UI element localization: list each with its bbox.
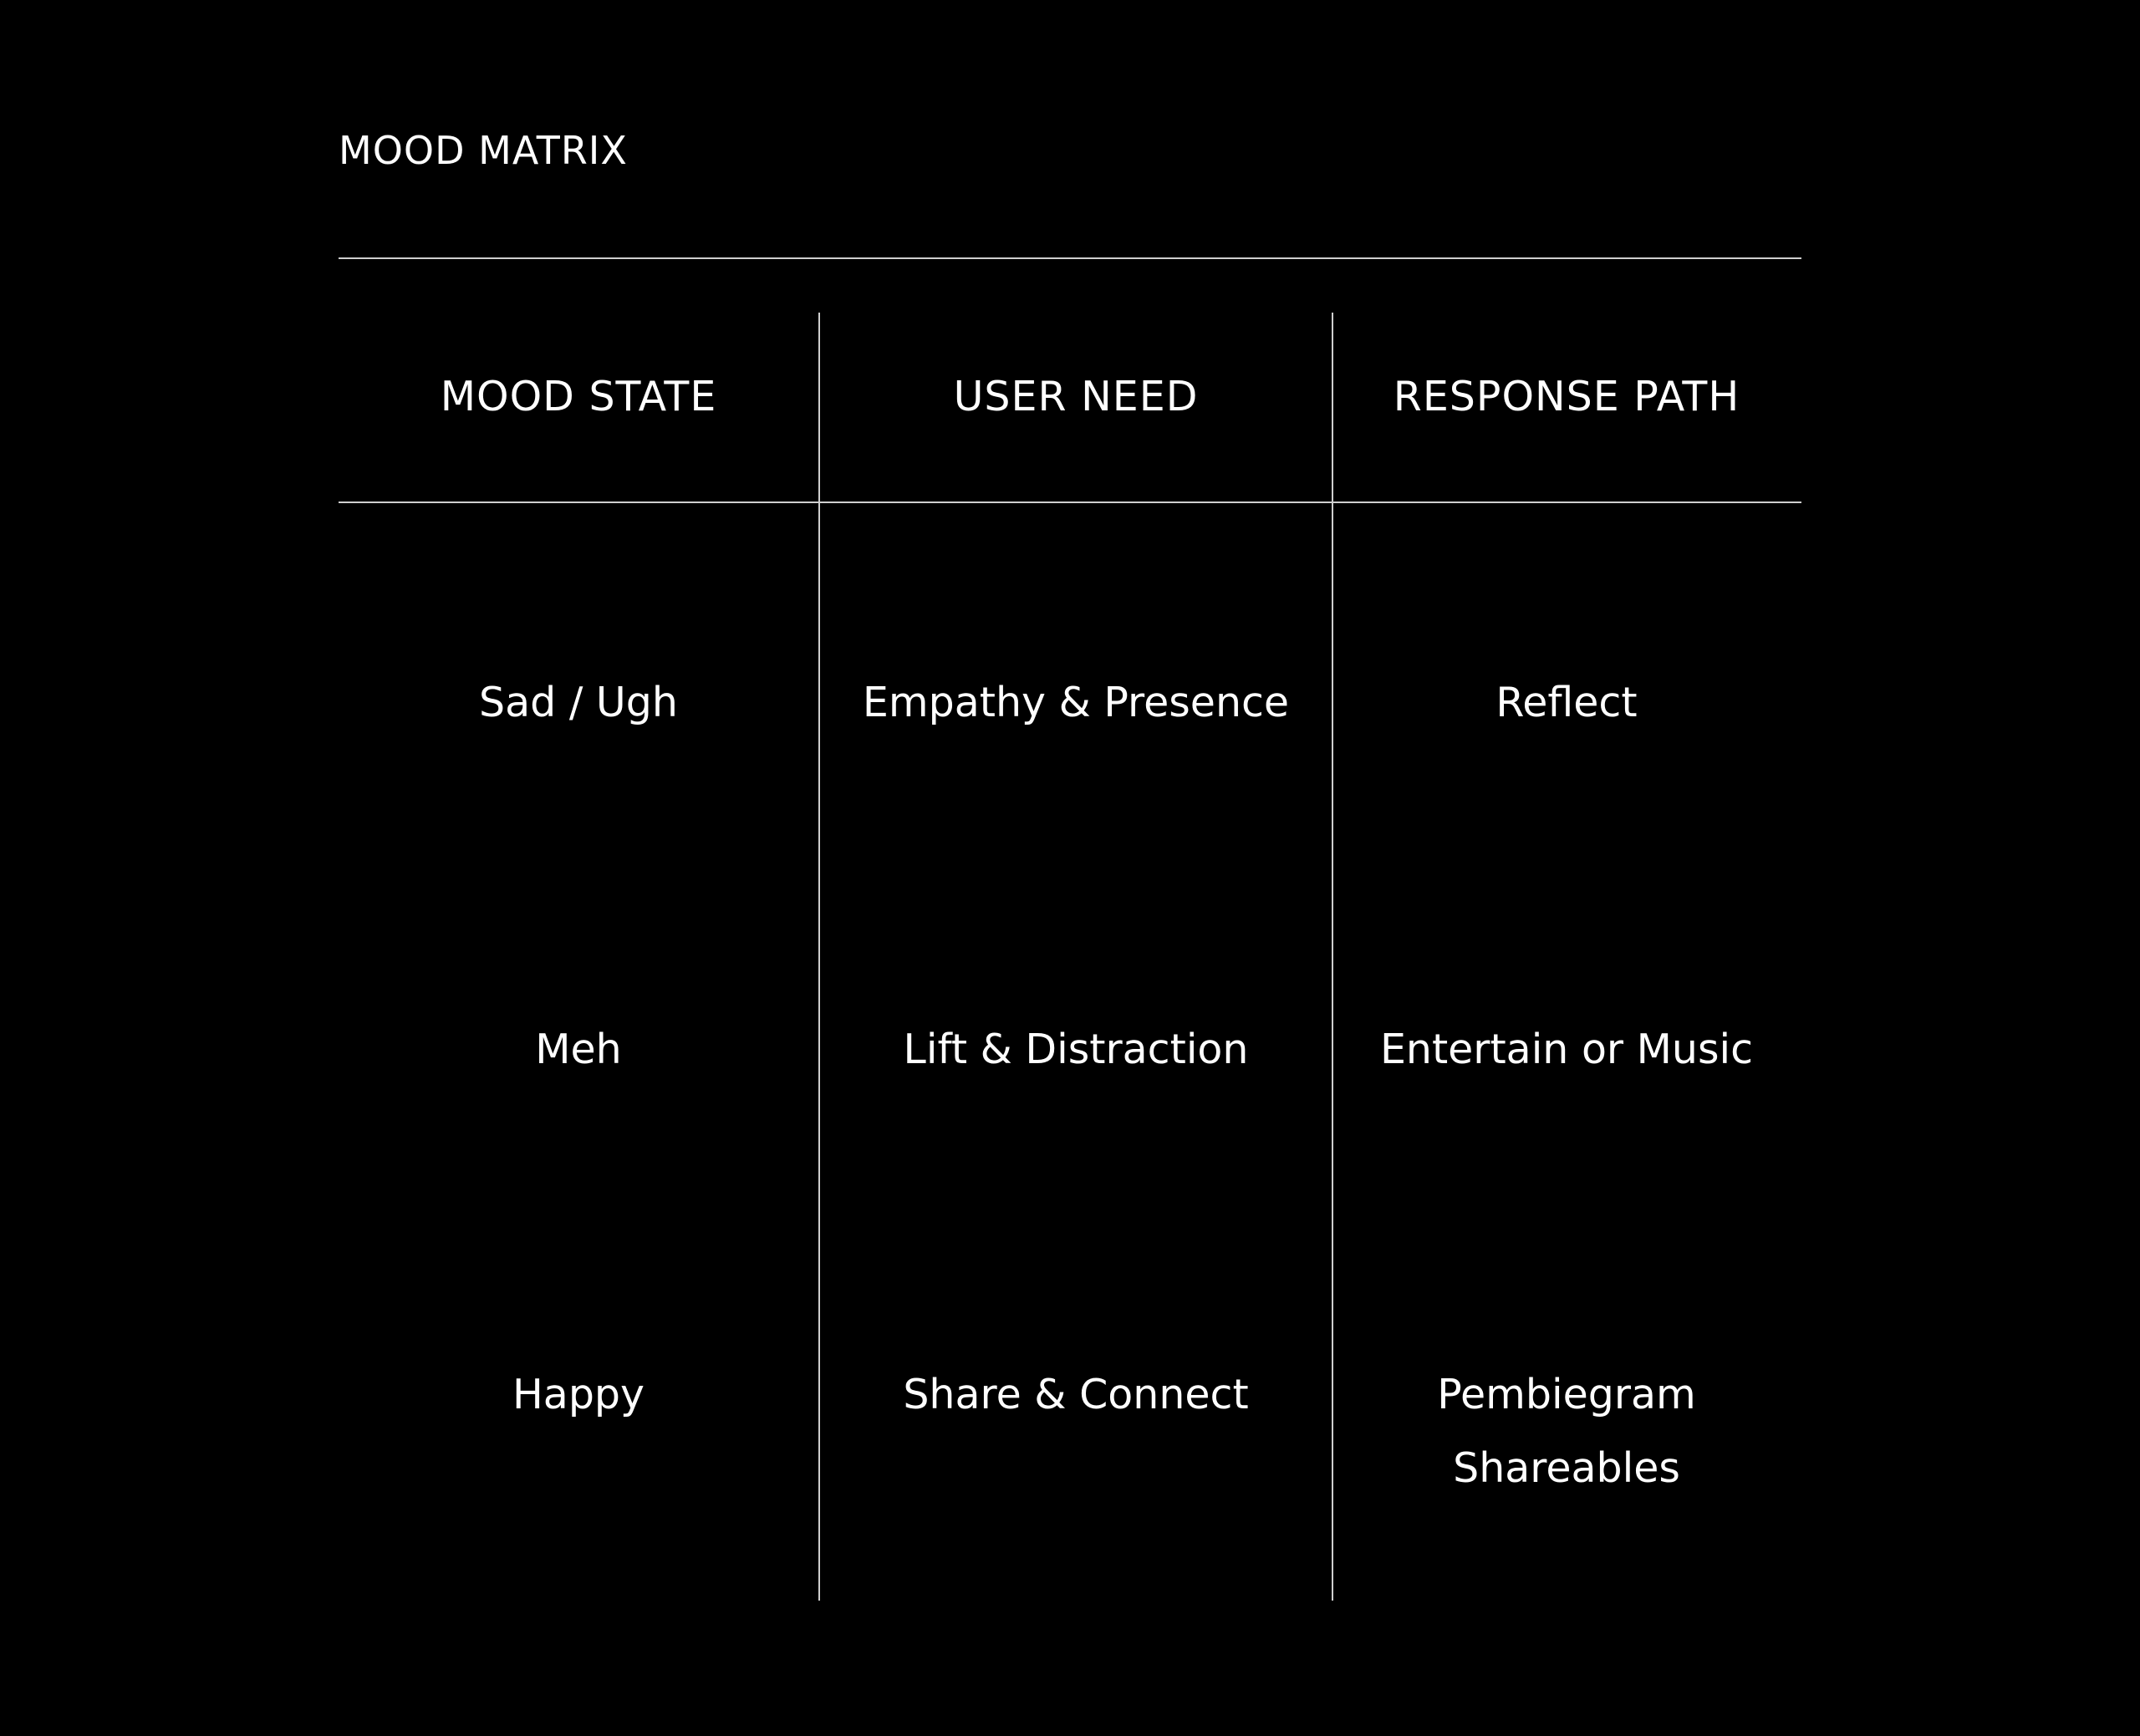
- row-need: Lift & Distraction: [903, 1026, 1249, 1073]
- row-response-line2: Shareables: [1453, 1444, 1680, 1492]
- header-response-path: RESPONSE PATH: [1393, 373, 1740, 420]
- row-response: Pembiegram: [1437, 1371, 1696, 1418]
- row-response: Reflect: [1495, 679, 1638, 726]
- column-divider: [1332, 313, 1333, 1601]
- row-response: Entertain or Music: [1379, 1026, 1754, 1073]
- row-need: Share & Connect: [903, 1371, 1249, 1418]
- header-user-need: USER NEED: [953, 373, 1199, 420]
- header-divider: [339, 501, 1801, 503]
- row-mood: Happy: [512, 1371, 645, 1418]
- page-title: MOOD MATRIX: [339, 128, 628, 173]
- row-need: Empathy & Presence: [862, 679, 1290, 726]
- row-mood: Sad / Ugh: [479, 679, 678, 726]
- column-divider: [818, 313, 820, 1601]
- row-mood: Meh: [535, 1026, 622, 1073]
- header-mood-state: MOOD STATE: [440, 373, 717, 420]
- title-divider: [339, 257, 1801, 259]
